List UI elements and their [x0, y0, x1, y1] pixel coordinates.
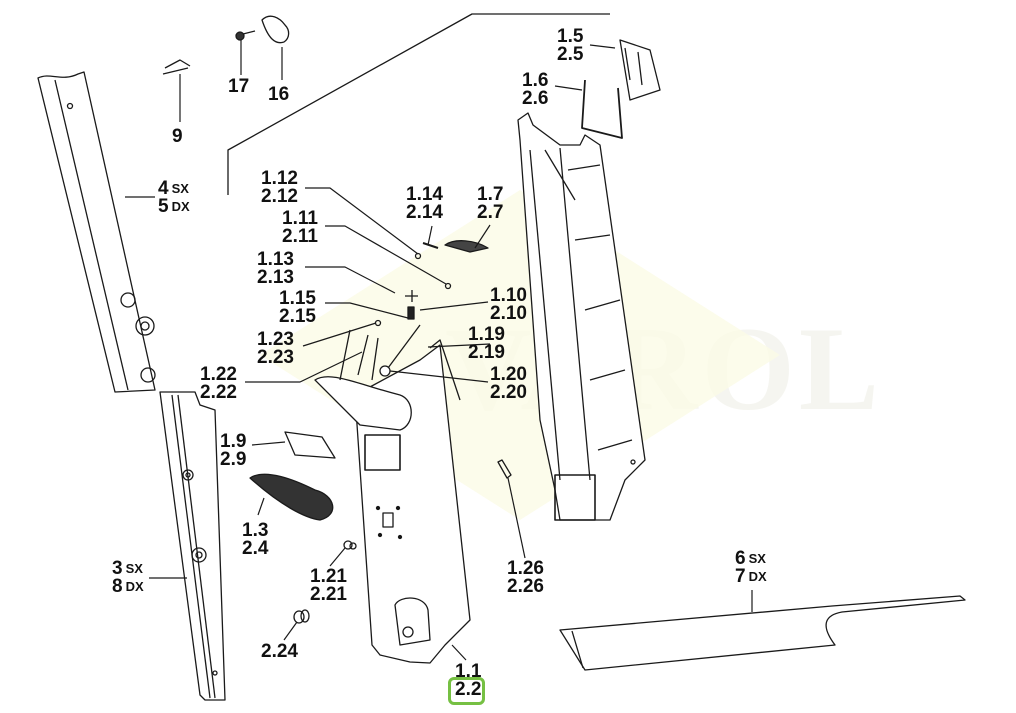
- callout-2-24: 2.24: [261, 641, 298, 662]
- clip-part: [162, 59, 191, 75]
- pad-part: [497, 459, 512, 479]
- a-pillar-lower-trim: [159, 391, 226, 701]
- bracket-part: [261, 15, 290, 44]
- bezel-part: [619, 39, 661, 101]
- screw-part: [235, 30, 256, 41]
- label-plate: [284, 431, 336, 459]
- b-pillar-channel-trim: [517, 112, 646, 521]
- a-pillar-upper-trim: [37, 71, 156, 393]
- speaker-grille: [249, 473, 334, 521]
- grab-handle-assembly: [314, 329, 412, 431]
- linkage-parts: [374, 240, 489, 401]
- cap-part: [343, 540, 357, 550]
- callout-9: 9: [172, 126, 183, 147]
- leader-lines: [125, 40, 753, 661]
- seal-part: [581, 79, 623, 139]
- callout-16: 16: [268, 84, 290, 105]
- plug-part: [293, 609, 310, 624]
- sill-trim-strip: [559, 595, 966, 671]
- watermark-diamond: [260, 190, 780, 520]
- callout-17: 17: [228, 76, 250, 97]
- group-bracket: [227, 13, 610, 195]
- highlight-box: [448, 677, 485, 705]
